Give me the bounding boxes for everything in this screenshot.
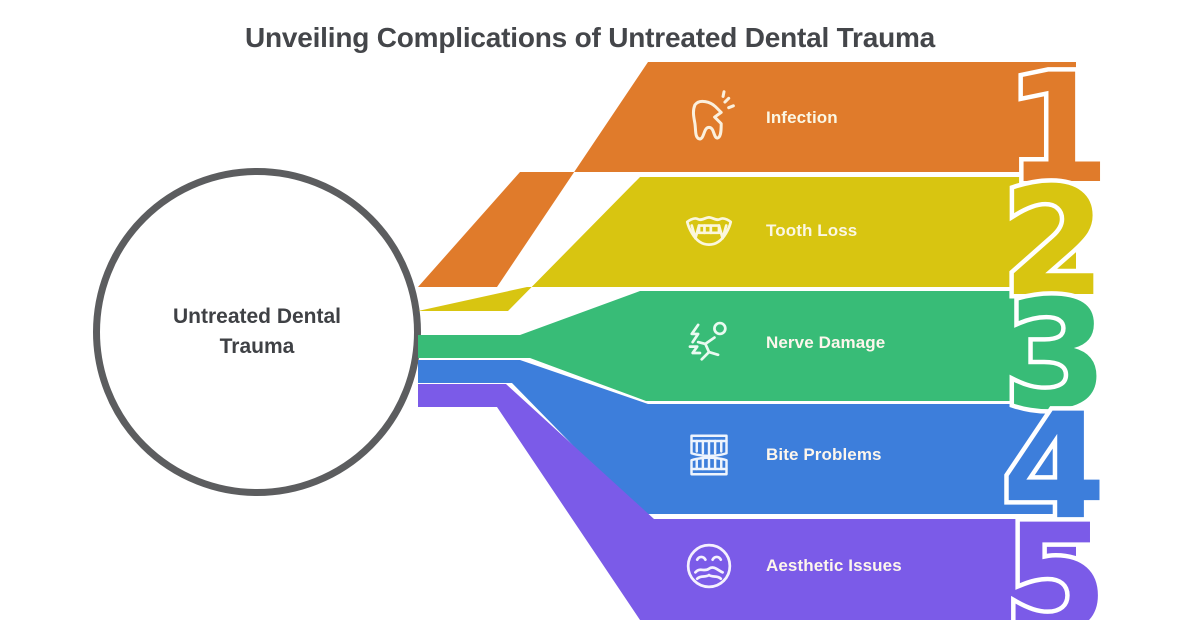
page-title: Unveiling Complications of Untreated Den… [244, 22, 936, 53]
ribbon-shape-1 [418, 62, 1076, 287]
ribbon-shape-4 [418, 360, 1076, 514]
central-hub-label: Untreated Dental Trauma [172, 304, 342, 358]
ribbon-shape-3 [418, 291, 1076, 401]
ribbon-shape-2 [418, 177, 1076, 311]
ribbon-shape-5 [418, 384, 1076, 620]
central-hub-circle: Untreated Dental Trauma [93, 168, 421, 496]
